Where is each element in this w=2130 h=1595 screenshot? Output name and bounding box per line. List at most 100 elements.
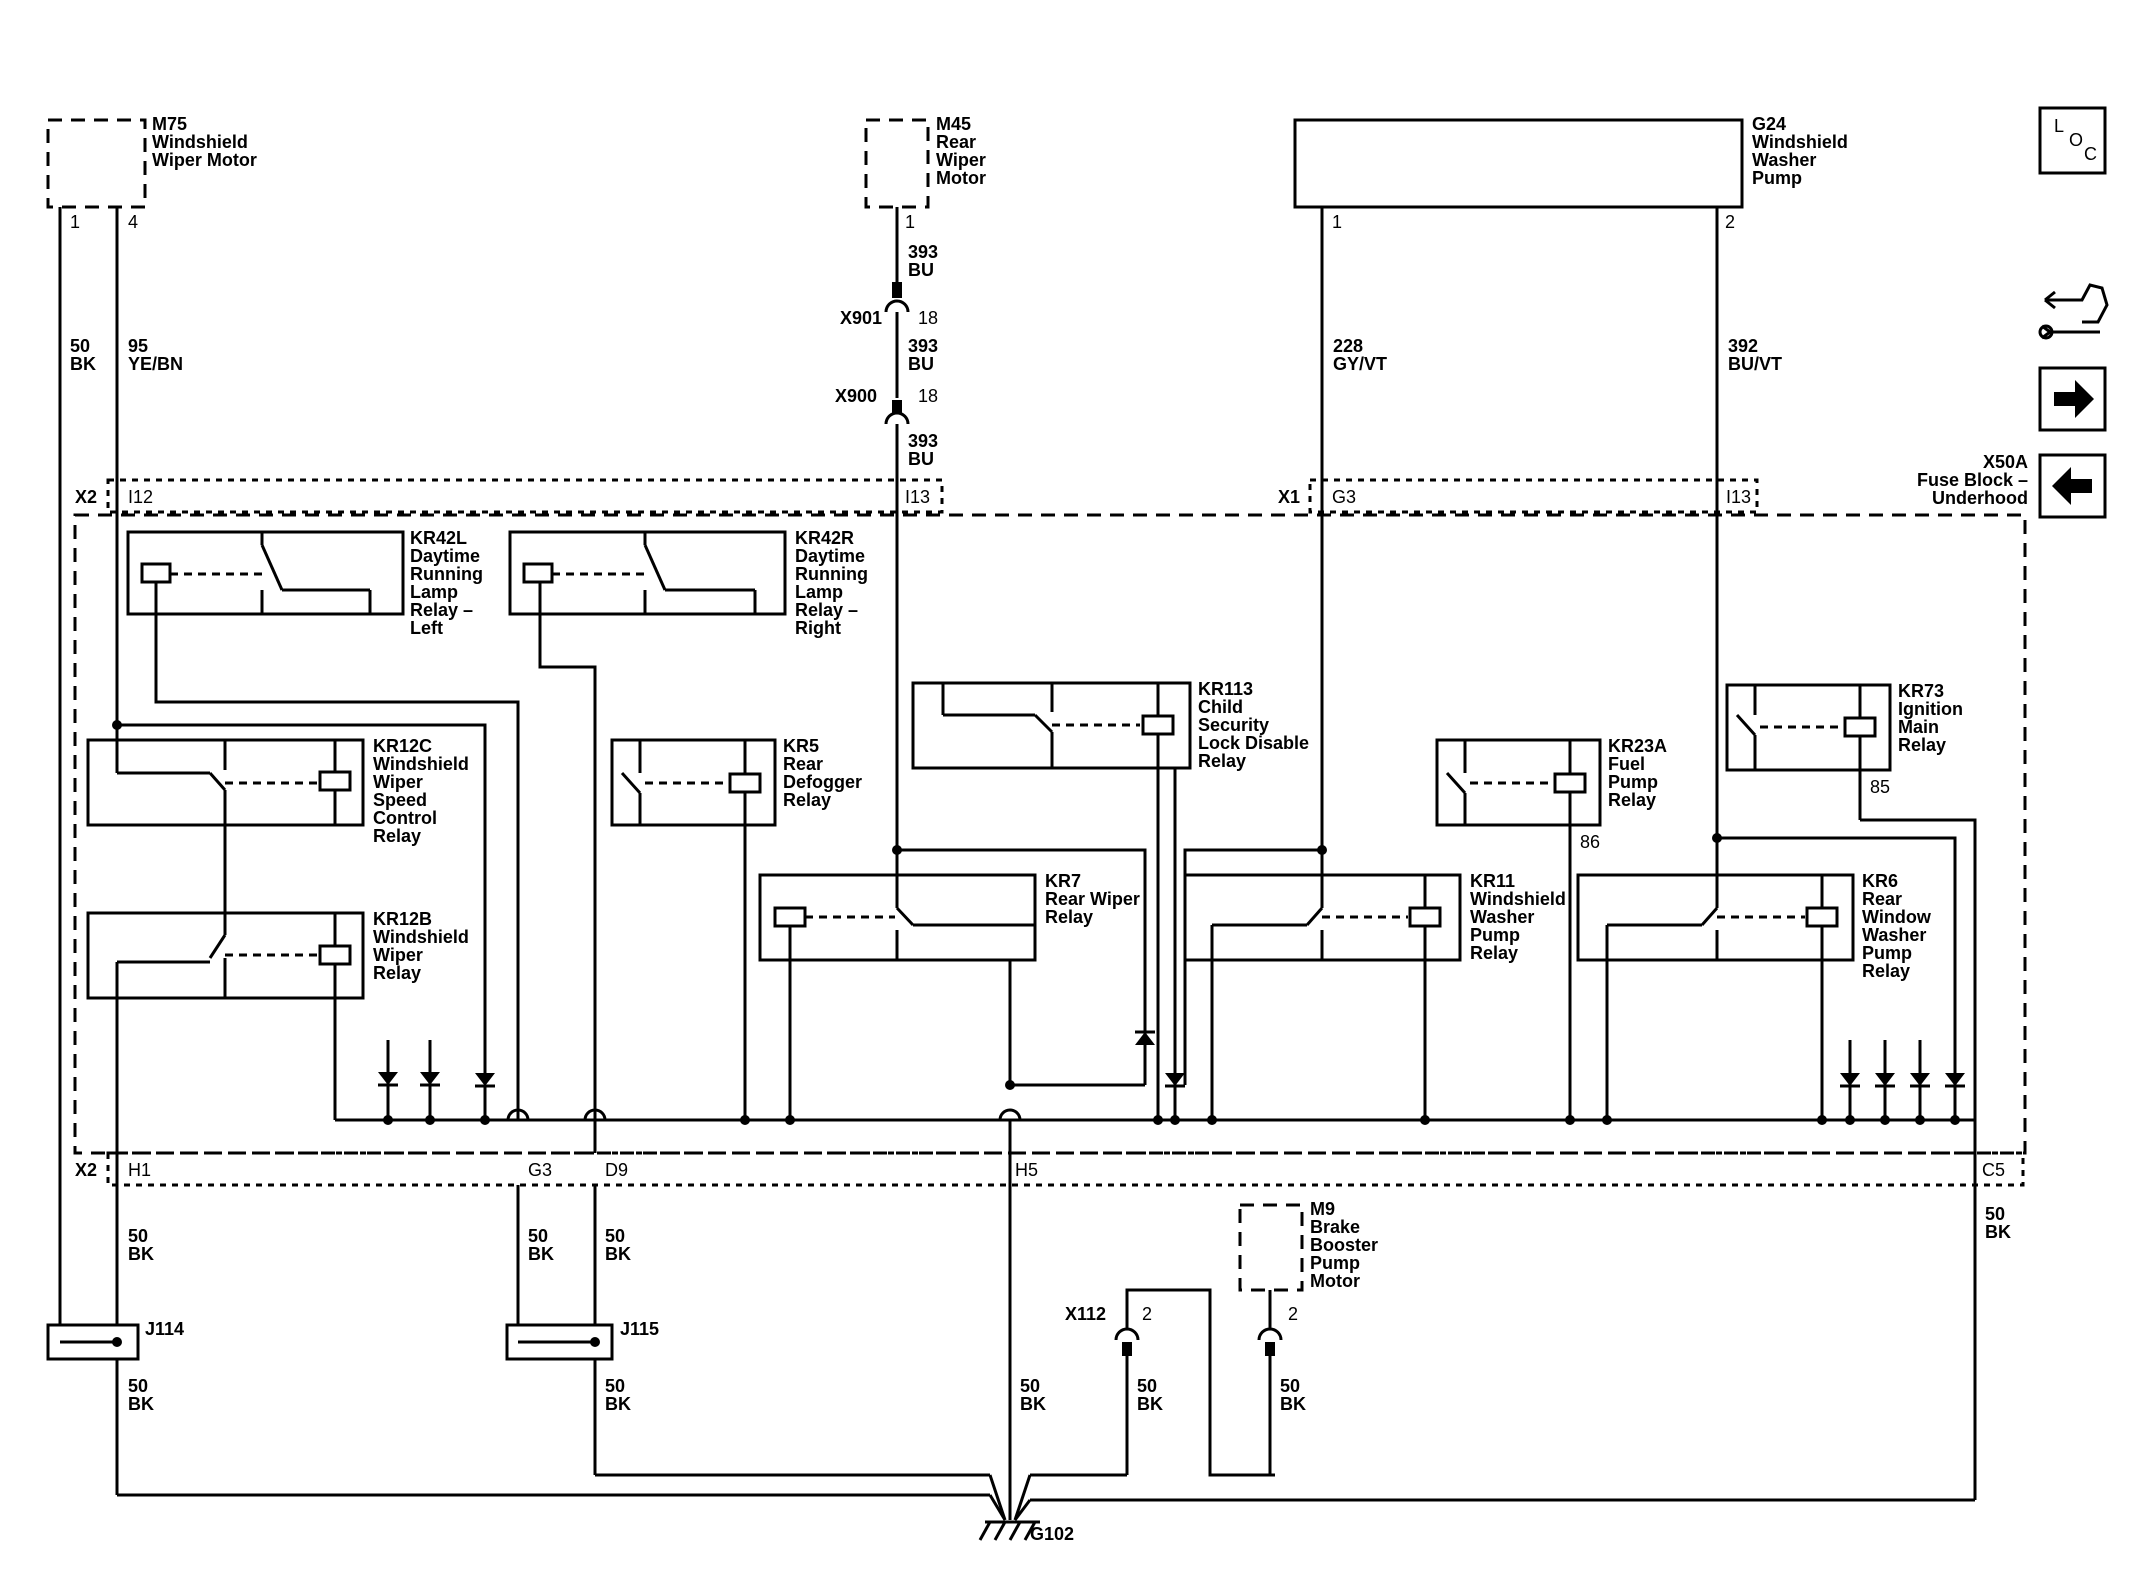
relay-kr113[interactable]: KR113 Child Security Lock Disable Relay: [911, 679, 1309, 1120]
svg-text:Left: Left: [410, 618, 443, 638]
svg-text:C5: C5: [1982, 1160, 2005, 1180]
svg-text:85: 85: [1870, 777, 1890, 797]
svg-text:Relay: Relay: [373, 963, 421, 983]
svg-text:Running: Running: [795, 564, 868, 584]
prev-page-button[interactable]: [2038, 453, 2107, 519]
svg-text:KR42R: KR42R: [795, 528, 854, 548]
svg-text:Speed: Speed: [373, 790, 427, 810]
svg-text:G102: G102: [1030, 1524, 1074, 1544]
svg-text:Pump: Pump: [1862, 943, 1912, 963]
svg-text:KR7: KR7: [1045, 871, 1081, 891]
svg-text:Running: Running: [410, 564, 483, 584]
svg-text:BK: BK: [1137, 1394, 1163, 1414]
svg-text:Relay –: Relay –: [795, 600, 858, 620]
svg-text:Washer: Washer: [1862, 925, 1926, 945]
svg-text:H1: H1: [128, 1160, 151, 1180]
svg-text:86: 86: [1580, 832, 1600, 852]
relay-kr42l[interactable]: KR42L Daytime Running Lamp Relay – Left: [126, 528, 483, 638]
svg-text:KR5: KR5: [783, 736, 819, 756]
relay-kr73[interactable]: KR73 Ignition Main Relay 85: [1725, 681, 1963, 820]
svg-text:50: 50: [70, 336, 90, 356]
relay-kr11[interactable]: KR11 Windshield Washer Pump Relay: [1183, 850, 1566, 1120]
svg-text:Lamp: Lamp: [410, 582, 458, 602]
svg-text:Underhood: Underhood: [1932, 488, 2028, 508]
svg-text:50: 50: [128, 1376, 148, 1396]
svg-text:Lock Disable: Lock Disable: [1198, 733, 1309, 753]
svg-text:50: 50: [128, 1226, 148, 1246]
svg-text:GY/VT: GY/VT: [1333, 354, 1387, 374]
relay-kr6[interactable]: KR6 Rear Window Washer Pump Relay: [1576, 838, 1932, 1120]
svg-text:Pump: Pump: [1752, 168, 1802, 188]
svg-text:BU: BU: [908, 260, 934, 280]
svg-text:Booster: Booster: [1310, 1235, 1378, 1255]
svg-text:Daytime: Daytime: [795, 546, 865, 566]
m45-rear-wiper-motor[interactable]: M45 Rear Wiper Motor 1: [864, 114, 986, 232]
relay-kr23a[interactable]: KR23A Fuel Pump Relay 86: [1435, 736, 1667, 1120]
svg-text:BU/VT: BU/VT: [1728, 354, 1782, 374]
svg-text:Child: Child: [1198, 697, 1243, 717]
svg-text:Rear: Rear: [936, 132, 976, 152]
svg-text:KR6: KR6: [1862, 871, 1898, 891]
m75-windshield-wiper-motor[interactable]: M75 Windshield Wiper Motor 1 4: [46, 114, 257, 232]
loc-button[interactable]: L O C: [2038, 106, 2107, 175]
svg-text:J115: J115: [620, 1319, 659, 1339]
svg-text:G24: G24: [1752, 114, 1786, 134]
svg-text:Wiper: Wiper: [373, 772, 423, 792]
svg-text:1: 1: [1332, 212, 1342, 232]
svg-text:Washer: Washer: [1752, 150, 1816, 170]
svg-text:L: L: [2054, 116, 2064, 136]
svg-text:X2: X2: [75, 487, 97, 507]
relay-kr12c[interactable]: KR12C Windshield Wiper Speed Control Rel…: [86, 725, 469, 846]
svg-text:KR12B: KR12B: [373, 909, 432, 929]
ground-g102: G102: [978, 1520, 1074, 1544]
svg-text:O: O: [2069, 130, 2083, 150]
next-page-button[interactable]: [2038, 366, 2107, 432]
svg-text:J114: J114: [145, 1319, 184, 1339]
svg-text:Fuel: Fuel: [1608, 754, 1645, 774]
svg-text:X2: X2: [75, 1160, 97, 1180]
svg-text:Daytime: Daytime: [410, 546, 480, 566]
svg-text:Relay: Relay: [1045, 907, 1093, 927]
svg-text:X112: X112: [1065, 1304, 1106, 1324]
svg-text:BU: BU: [908, 449, 934, 469]
svg-text:X50A: X50A: [1983, 452, 2028, 472]
svg-text:Washer: Washer: [1470, 907, 1534, 927]
svg-text:Rear: Rear: [783, 754, 823, 774]
connector-wrench-icon: [2038, 283, 2109, 340]
relay-kr42r[interactable]: KR42R Daytime Running Lamp Relay – Right: [508, 528, 868, 638]
svg-text:50: 50: [528, 1226, 548, 1246]
svg-text:H5: H5: [1015, 1160, 1038, 1180]
svg-text:Relay –: Relay –: [410, 600, 473, 620]
svg-text:Control: Control: [373, 808, 437, 828]
svg-text:18: 18: [918, 386, 938, 406]
svg-text:KR113: KR113: [1198, 679, 1253, 699]
svg-text:Wiper: Wiper: [373, 945, 423, 965]
svg-text:393: 393: [908, 336, 938, 356]
svg-text:I13: I13: [1726, 487, 1751, 507]
splice-j114[interactable]: J114: [46, 1319, 184, 1361]
svg-text:Windshield: Windshield: [1470, 889, 1566, 909]
svg-text:BK: BK: [128, 1394, 154, 1414]
svg-text:Windshield: Windshield: [373, 754, 469, 774]
relay-kr12b[interactable]: KR12B Windshield Wiper Relay: [86, 909, 469, 1000]
svg-text:Rear Wiper: Rear Wiper: [1045, 889, 1140, 909]
g24-windshield-washer-pump[interactable]: G24 Windshield Washer Pump 1 2: [1293, 114, 1848, 232]
svg-text:228: 228: [1333, 336, 1363, 356]
svg-text:Relay: Relay: [783, 790, 831, 810]
connector-view-button[interactable]: [2038, 283, 2109, 340]
svg-text:Relay: Relay: [1608, 790, 1656, 810]
relay-kr5[interactable]: KR5 Rear Defogger Relay: [610, 736, 862, 1120]
svg-text:4: 4: [128, 212, 138, 232]
svg-text:Relay: Relay: [373, 826, 421, 846]
svg-text:Windshield: Windshield: [373, 927, 469, 947]
svg-text:X901: X901: [840, 308, 882, 328]
svg-text:393: 393: [908, 431, 938, 451]
loc-icon: L O C: [2054, 116, 2097, 164]
svg-text:M9: M9: [1310, 1199, 1335, 1219]
svg-text:18: 18: [918, 308, 938, 328]
m9-brake-booster-pump-motor[interactable]: M9 Brake Booster Pump Motor: [1238, 1199, 1378, 1292]
svg-text:KR12C: KR12C: [373, 736, 432, 756]
svg-text:2: 2: [1288, 1304, 1298, 1324]
relay-kr7[interactable]: KR7 Rear Wiper Relay: [758, 850, 1140, 962]
splice-j115[interactable]: J115: [505, 1319, 659, 1361]
